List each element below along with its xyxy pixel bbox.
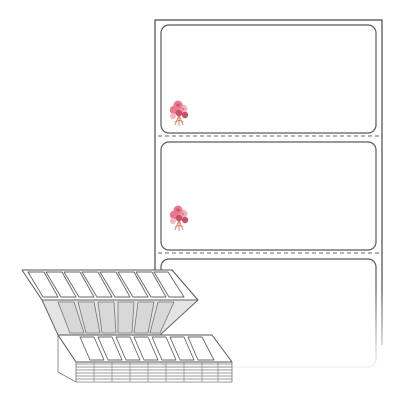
label-1-outline [160,24,377,134]
fanfold-stack [21,269,233,383]
fanfold-top-panel [21,269,199,301]
flower-bouquet-icon [169,100,189,126]
liner-outline [154,19,383,345]
fanfold-bottom-panel [57,334,233,383]
label-1 [160,24,377,134]
label-2-outline [160,141,377,251]
label-liner [150,19,390,375]
fanfold-middle-panel [41,299,199,336]
fanfold-side-segments [93,362,219,382]
fanfold-stack-edges [57,335,233,383]
flower-bouquet-icon [169,205,189,231]
label-2 [160,141,377,251]
